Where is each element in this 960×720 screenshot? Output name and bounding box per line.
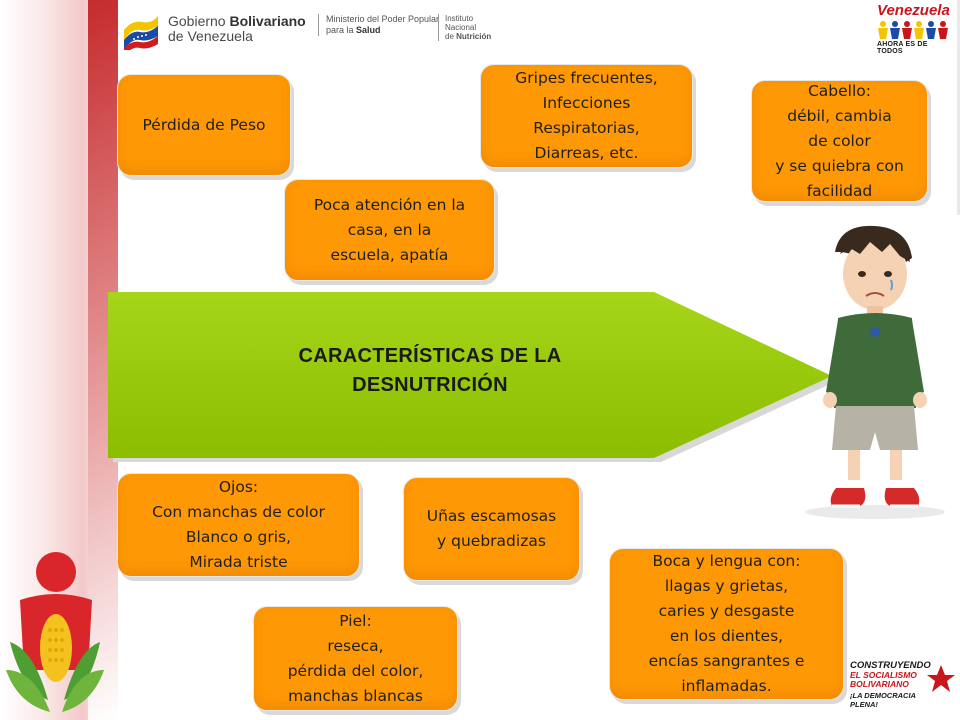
institute-line3-bold: Nutrición <box>456 32 492 41</box>
vzla-logo-title: Venezuela <box>877 2 950 19</box>
vzla-logo-tagline: AHORA ES DE TODOS <box>877 41 928 55</box>
institute-name: Instituto Nacional de Nutrición <box>438 14 491 41</box>
socialismo-line2: EL SOCIALISMO BOLIVARIANO <box>850 671 917 689</box>
socialismo-line3b: PLENA! <box>850 700 878 709</box>
venezuela-flag-icon <box>124 16 158 50</box>
weight-loss-box: Pérdida de Peso <box>117 74 291 176</box>
sad-boy-illustration <box>805 225 945 519</box>
central-title: CARACTERÍSTICAS DE LA DESNUTRICIÓN <box>298 345 562 396</box>
ministry-name: Ministerio del Poder Popular para la Sal… <box>318 14 439 36</box>
eyes-box: Ojos: Con manchas de color Blanco o gris… <box>117 473 360 577</box>
institute-line1: Instituto <box>445 14 474 23</box>
attention-box: Poca atención en la casa, en la escuela,… <box>284 179 495 281</box>
government-logo: Gobierno Bolivariano de Venezuela Minist… <box>120 6 540 54</box>
institute-line3-text: de <box>445 32 457 41</box>
nails-box: Uñas escamosas y quebradizas <box>403 477 580 581</box>
people-figures-icon <box>878 21 948 39</box>
socialismo-line3: ¡LA DEMOCRACIA PLENA! <box>850 691 916 709</box>
venezuela-ahora-logo: Venezuela AHORA ES DE TODOS <box>865 2 955 55</box>
ministry-line2-text: para la <box>326 25 357 35</box>
gov-line1-text: Gobierno <box>168 13 230 29</box>
infections-box: Gripes frecuentes, Infecciones Respirato… <box>480 64 693 168</box>
socialismo-line1: CONSTRUYENDO <box>850 660 931 671</box>
corn-family-logo <box>6 552 104 712</box>
skin-box: Piel: reseca, pérdida del color, manchas… <box>253 606 458 711</box>
red-star-icon <box>927 665 955 692</box>
gov-line2-text: de Venezuela <box>168 28 253 44</box>
hair-box: Cabello: débil, cambia de color y se qui… <box>751 80 928 202</box>
government-name: Gobierno Bolivariano de Venezuela <box>168 14 306 44</box>
nails-text: Uñas escamosas y quebradizas <box>426 507 557 550</box>
central-arrow-shape <box>108 292 837 462</box>
right-divider <box>957 0 960 215</box>
socialismo-line2a: EL SOCIALISMO <box>850 670 917 680</box>
hair-text: Cabello: débil, cambia de color y se qui… <box>775 81 904 200</box>
gov-line1-bold: Bolivariano <box>229 13 306 29</box>
mouth-text: Boca y lengua con: llagas y grietas, car… <box>648 552 805 695</box>
institute-line2: Nacional <box>445 23 477 32</box>
weight-loss-text: Pérdida de Peso <box>142 115 266 134</box>
infections-text: Gripes frecuentes, Infecciones Respirato… <box>515 69 658 162</box>
socialismo-bolivariano-logo: CONSTRUYENDO EL SOCIALISMO BOLIVARIANO ¡… <box>848 658 958 716</box>
attention-text: Poca atención en la casa, en la escuela,… <box>313 195 466 264</box>
eyes-text: Ojos: Con manchas de color Blanco o gris… <box>152 478 325 571</box>
ministry-line1: Ministerio del Poder Popular <box>326 14 440 24</box>
socialismo-line2b: BOLIVARIANO <box>850 679 909 689</box>
socialismo-line3a: ¡LA DEMOCRACIA <box>850 691 916 700</box>
mouth-box: Boca y lengua con: llagas y grietas, car… <box>609 548 844 700</box>
skin-text: Piel: reseca, pérdida del color, manchas… <box>287 611 424 705</box>
ministry-line2-bold: Salud <box>356 25 381 35</box>
